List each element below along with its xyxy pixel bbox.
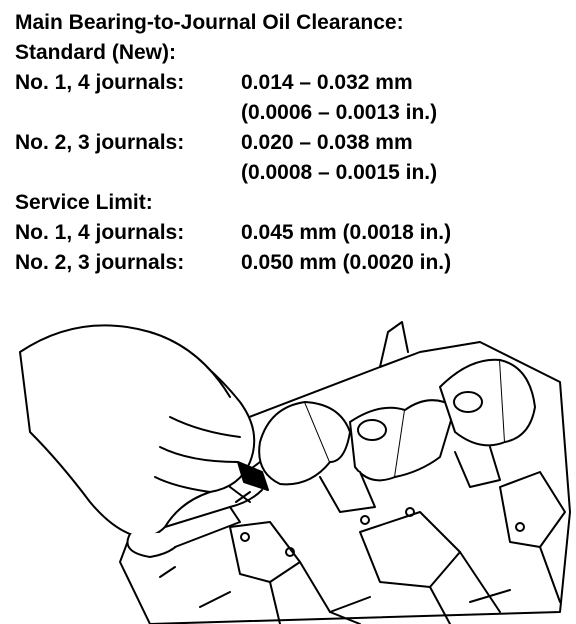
standard-journal-2-3-row: No. 2, 3 journals: 0.020 – 0.038 mm (15, 128, 565, 158)
standard-row: Standard (New): (15, 38, 565, 68)
plastigage-strip-icon (229, 461, 269, 508)
standard-label: Standard (New): (15, 41, 177, 64)
spec-block: Main Bearing-to-Journal Oil Clearance: S… (15, 8, 565, 278)
heading-row: Main Bearing-to-Journal Oil Clearance: (15, 8, 565, 38)
standard-journal-1-4-row: No. 1, 4 journals: 0.014 – 0.032 mm (15, 68, 565, 98)
journal-label: No. 2, 3 journals: (15, 131, 185, 154)
metric-value: 0.020 – 0.038 mm (241, 131, 413, 154)
service-journal-2-3-row: No. 2, 3 journals: 0.050 mm (0.0020 in.) (15, 248, 565, 278)
metric-value: 0.014 – 0.032 mm (241, 71, 413, 94)
imperial-value: (0.0006 – 0.0013 in.) (241, 101, 438, 124)
crankshaft-plastigage-measurement-illustration (19, 321, 571, 624)
journal-label: No. 1, 4 journals: (15, 221, 185, 244)
hand-icon (19, 324, 256, 558)
engine-block-icon (119, 321, 571, 624)
standard-journal-1-4-imperial-row: (0.0006 – 0.0013 in.) (15, 98, 565, 128)
journal-label: No. 2, 3 journals: (15, 251, 185, 274)
service-journal-1-4-row: No. 1, 4 journals: 0.045 mm (0.0018 in.) (15, 218, 565, 248)
service-value: 0.050 mm (0.0020 in.) (241, 251, 452, 274)
standard-journal-2-3-imperial-row: (0.0008 – 0.0015 in.) (15, 158, 565, 188)
journal-label: No. 1, 4 journals: (15, 71, 185, 94)
imperial-value: (0.0008 – 0.0015 in.) (241, 161, 438, 184)
service-limit-row: Service Limit: (15, 188, 565, 218)
crankshaft-icon (258, 358, 536, 513)
service-limit-label: Service Limit: (15, 191, 153, 214)
service-value: 0.045 mm (0.0018 in.) (241, 221, 452, 244)
clearance-heading: Main Bearing-to-Journal Oil Clearance: (15, 11, 404, 34)
